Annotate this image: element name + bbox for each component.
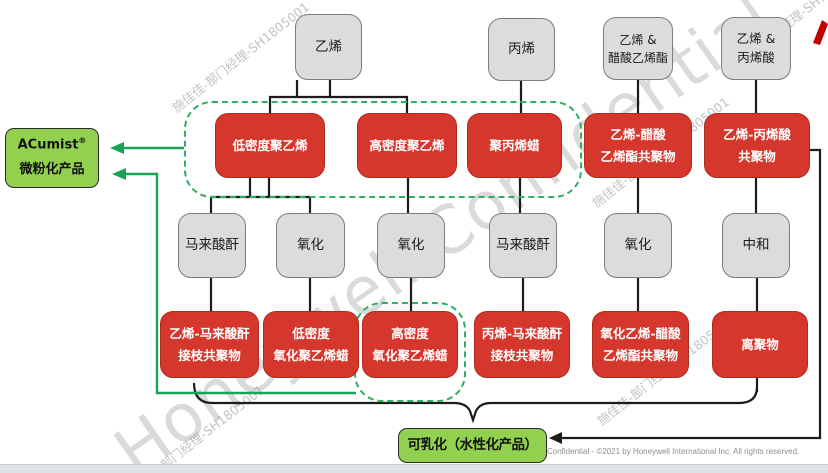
acumist-brand: ACumist® [17, 136, 87, 153]
node-ethylene: 乙烯 [295, 14, 362, 80]
connector-ethylene-to-ldpe-hdpe [268, 95, 409, 113]
copyright-notice: Confidential - ©2021 by Honeywell Intern… [547, 447, 800, 456]
node-ld-oxidized-pe-wax: 低密度 氧化聚乙烯蜡 [263, 311, 359, 378]
node-eaa-copolymer: 乙烯-丙烯酸 共聚物 [704, 113, 810, 178]
arrowhead-left-green [110, 142, 124, 154]
arrowhead-left-green [112, 168, 126, 180]
node-maleic-anhydride-1: 马来酸酐 [178, 213, 246, 278]
acumist-callout: ACumist® 微粉化产品 [5, 128, 99, 188]
arrow-group2-to-acumist [125, 172, 356, 395]
connector-eaacopolymer-to-emulsifiable [561, 148, 822, 440]
arrowhead-left-black [549, 432, 562, 444]
node-oxidation-1: 氧化 [276, 213, 345, 278]
acumist-line2: 微粉化产品 [19, 162, 85, 178]
node-hdpe: 高密度聚乙烯 [357, 113, 457, 178]
node-oxidation-2: 氧化 [377, 213, 445, 278]
node-maleic-anhydride-2: 马来酸酐 [489, 213, 557, 278]
emulsifiable-callout: 可乳化（水性化产品） [398, 428, 547, 463]
black-connectors [192, 80, 822, 440]
connector-ldpe-stubs [248, 178, 271, 197]
bottom-curly-brace [192, 382, 759, 424]
connectors-row3-to-row4 [209, 278, 759, 311]
node-hd-oxidized-pe-wax: 高密度 氧化聚乙烯蜡 [362, 311, 458, 378]
green-connectors [123, 146, 356, 395]
node-propylene-ma-graft: 丙烯-马来酸酐 接枝共聚物 [474, 311, 570, 378]
bottom-strip [0, 464, 828, 473]
node-ldpe: 低密度聚乙烯 [215, 113, 325, 178]
connector-ldpe-to-maleic-oxidation [209, 195, 312, 213]
node-eva-monomers: 乙烯 & 醋酸乙烯酯 [603, 17, 673, 80]
connector-ethylene-stubs [295, 80, 332, 97]
micronized-group-outline [184, 101, 582, 198]
node-propylene: 丙烯 [488, 18, 555, 81]
node-ionomer: 离聚物 [712, 311, 808, 378]
red-corner-fragment [813, 20, 828, 45]
node-eaa-monomers: 乙烯 & 丙烯酸 [721, 17, 791, 80]
node-oxidation-3: 氧化 [604, 213, 672, 278]
node-pp-wax: 聚丙烯蜡 [467, 113, 562, 178]
node-ethylene-ma-graft: 乙烯-马来酸酐 接枝共聚物 [160, 311, 259, 378]
node-eva-copolymer: 乙烯-醋酸 乙烯酯共聚物 [584, 113, 692, 178]
registered-mark: ® [78, 136, 87, 146]
node-oxidized-eva: 氧化乙烯-醋酸 乙烯酯共聚物 [592, 311, 689, 378]
node-neutralization: 中和 [722, 213, 790, 278]
